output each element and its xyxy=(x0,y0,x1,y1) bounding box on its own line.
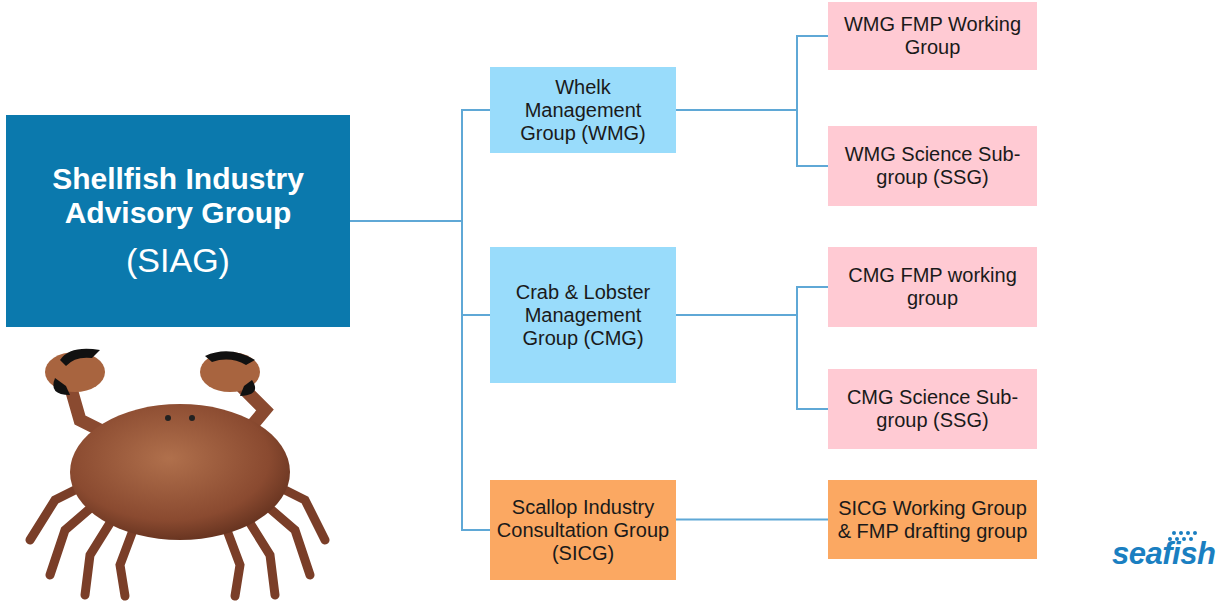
management-group-box: Whelk Management Group (WMG) xyxy=(490,67,676,153)
box-title: Scallop Industry Consultation Group (SIC… xyxy=(496,496,670,565)
box-title: WMG FMP Working Group xyxy=(834,13,1031,59)
logo-dot xyxy=(1186,531,1190,535)
box-title: CMG FMP working group xyxy=(834,264,1031,310)
working-group-box: CMG FMP working group xyxy=(828,247,1037,327)
science-subgroup-box: WMG Science Sub-group (SSG) xyxy=(828,126,1037,206)
box-title: Shellfish Industry Advisory Group xyxy=(12,162,344,231)
connector-line xyxy=(676,36,828,110)
logo-dot xyxy=(1179,531,1183,535)
box-abbreviation: (SIAG) xyxy=(126,241,230,280)
connector-line xyxy=(350,221,490,530)
science-subgroup-box: CMG Science Sub-group (SSG) xyxy=(828,369,1037,449)
management-group-box: Crab & Lobster Management Group (CMG) xyxy=(490,247,676,383)
connector-line xyxy=(676,287,828,315)
claw-tip xyxy=(60,349,100,366)
working-group-box: WMG FMP Working Group xyxy=(828,2,1037,70)
root-group-box: Shellfish Industry Advisory Group (SIAG) xyxy=(6,115,350,327)
consultation-group-box: Scallop Industry Consultation Group (SIC… xyxy=(490,480,676,580)
connector-line xyxy=(676,110,828,166)
claw-tip xyxy=(53,378,70,395)
box-title: WMG Science Sub-group (SSG) xyxy=(834,143,1031,189)
crab-body xyxy=(70,404,290,540)
crab-illustration xyxy=(30,349,325,596)
logo-wordmark: seafish xyxy=(1112,536,1215,572)
connector-line xyxy=(350,221,490,315)
logo-dot xyxy=(1172,531,1176,535)
crab-eye xyxy=(189,415,195,421)
box-title: Crab & Lobster Management Group (CMG) xyxy=(496,281,670,350)
crab-leg xyxy=(120,525,135,596)
box-title: Whelk Management Group (WMG) xyxy=(496,76,670,145)
connector-line xyxy=(676,519,828,521)
working-group-box: SICG Working Group & FMP drafting group xyxy=(828,480,1037,559)
claw-tip xyxy=(205,351,255,365)
crab-leg xyxy=(225,525,240,596)
box-title: SICG Working Group & FMP drafting group xyxy=(834,497,1031,543)
box-title: CMG Science Sub-group (SSG) xyxy=(834,386,1031,432)
crab-leg xyxy=(245,515,275,595)
crab-leg xyxy=(85,515,115,595)
connector-line xyxy=(676,315,828,409)
connector-line xyxy=(350,110,490,221)
logo-dot xyxy=(1193,531,1197,535)
claw-tip xyxy=(240,380,255,396)
crab-eye xyxy=(165,415,171,421)
